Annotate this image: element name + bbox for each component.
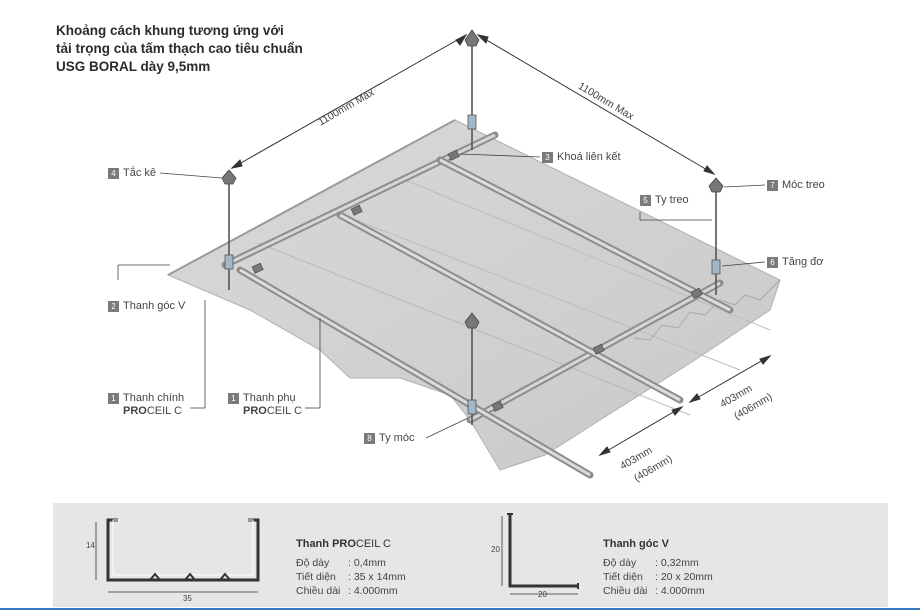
spec-title-pre: Thanh: [296, 538, 333, 550]
spec-title-rest: CEIL C: [355, 538, 391, 550]
callout-label: Khoá liên kết: [557, 151, 621, 163]
spec-key: Tiết diện: [603, 571, 643, 583]
callout-number: 7: [767, 180, 778, 191]
wall-angle-trim: [167, 119, 456, 276]
spec-row: Tiết diện : 35 x 14mm: [296, 570, 406, 584]
angle-profile-drawing: [501, 513, 579, 595]
gypsum-board: [166, 119, 781, 471]
ceiling-anchors: [221, 29, 724, 329]
callout-number: 2: [108, 301, 119, 312]
callout-label: Ty treo: [655, 194, 689, 206]
proceil-spec: Thanh PROCEIL C Độ dày : 0,4mm Tiết diện:…: [296, 537, 406, 598]
diagram-title: Khoảng cách khung tương ứng với tải trọn…: [56, 22, 303, 76]
angle-dim-width: 20: [538, 590, 547, 599]
title-line-1: Khoảng cách khung tương ứng với: [56, 23, 284, 38]
callout-label: Thanh chính: [123, 392, 185, 404]
spec-value: : 0,32mm: [655, 557, 699, 569]
spec-key: Chiều dài: [603, 585, 648, 597]
proceil-dim-width: 35: [183, 594, 192, 603]
bottom-divider: [0, 608, 920, 610]
callout-khoa-lien-ket: 3 Khoá liên kết: [542, 151, 621, 164]
callout-number: 3: [542, 152, 553, 163]
angle-dim-height: 20: [491, 545, 500, 554]
callout-ty-moc: 8 Ty móc: [364, 432, 414, 445]
spec-title-bold: PRO: [332, 538, 356, 550]
max-span-dimensions: [230, 33, 716, 175]
brand-bold: PRO: [243, 405, 267, 417]
callout-number: 1: [108, 393, 119, 404]
callout-label: Thanh phụ: [243, 392, 296, 404]
spec-value: : 4.000mm: [348, 585, 398, 597]
callout-label: Ty móc: [379, 432, 415, 444]
brand-rest: CEIL C: [266, 405, 302, 417]
title-line-3: USG BORAL dày 9,5mm: [56, 59, 211, 74]
furring-channels: [236, 156, 734, 479]
spec-value: : 4.000mm: [655, 585, 705, 597]
callout-moc-treo: 7 Móc treo: [767, 179, 825, 192]
angle-spec-title: Thanh góc V: [603, 538, 669, 550]
spec-row: Tiết diện : 20 x 20mm: [603, 570, 713, 584]
connector-clips: [251, 149, 703, 412]
callout-tang-do: 6 Tăng đơ: [767, 256, 823, 269]
callout-number: 4: [108, 168, 119, 179]
turnbuckles: [224, 114, 721, 415]
callout-tac-ke: 4 Tắc kê: [108, 167, 156, 180]
callout-number: 1: [228, 393, 239, 404]
callout-leaders: [117, 153, 766, 439]
spec-value: : 35 x 14mm: [348, 571, 406, 583]
spec-key: Chiều dài: [296, 585, 341, 597]
title-line-2: tải trọng của tấm thạch cao tiêu chuẩn: [56, 41, 303, 56]
spec-row: Độ dày : 0,4mm: [296, 556, 406, 570]
callout-brand: PROCEIL C: [228, 405, 302, 418]
proceil-spec-title: Thanh PROCEIL C: [296, 537, 406, 551]
spec-key: Độ dày: [296, 557, 330, 569]
callout-label: Tăng đơ: [782, 256, 824, 268]
callout-label: Thanh góc V: [123, 300, 186, 312]
brand-bold: PRO: [123, 405, 147, 417]
spacing-dimensions: [598, 355, 772, 456]
callout-number: 8: [364, 433, 375, 444]
proceil-profile-drawing: [95, 518, 260, 593]
callout-thanh-chinh: 1 Thanh chính PROCEIL C: [108, 392, 184, 418]
callout-thanh-goc-v: 2 Thanh góc V: [108, 300, 185, 313]
callout-number: 6: [767, 257, 778, 268]
callout-brand: PROCEIL C: [108, 405, 184, 418]
brand-rest: CEIL C: [146, 405, 182, 417]
spec-value: : 0,4mm: [348, 557, 386, 569]
spec-row: Độ dày : 0,32mm: [603, 556, 713, 570]
spec-value: : 20 x 20mm: [655, 571, 713, 583]
angle-spec: Thanh góc V Độ dày : 0,32mm Tiết diện : 20…: [603, 537, 713, 598]
spec-row: Chiều dài : 4.000mm: [296, 584, 406, 598]
callout-thanh-phu: 1 Thanh phụ PROCEIL C: [228, 392, 302, 418]
spec-row: Chiều dài : 4.000mm: [603, 584, 713, 598]
callout-label: Tắc kê: [123, 167, 157, 179]
spec-panel: [53, 503, 888, 607]
spec-key: Tiết diện: [296, 571, 336, 583]
callout-number: 5: [640, 195, 651, 206]
proceil-dim-height: 14: [86, 541, 95, 550]
spec-key: Độ dày: [603, 557, 637, 569]
callout-label: Móc treo: [782, 179, 825, 191]
callout-ty-treo: 5 Ty treo: [640, 194, 689, 207]
